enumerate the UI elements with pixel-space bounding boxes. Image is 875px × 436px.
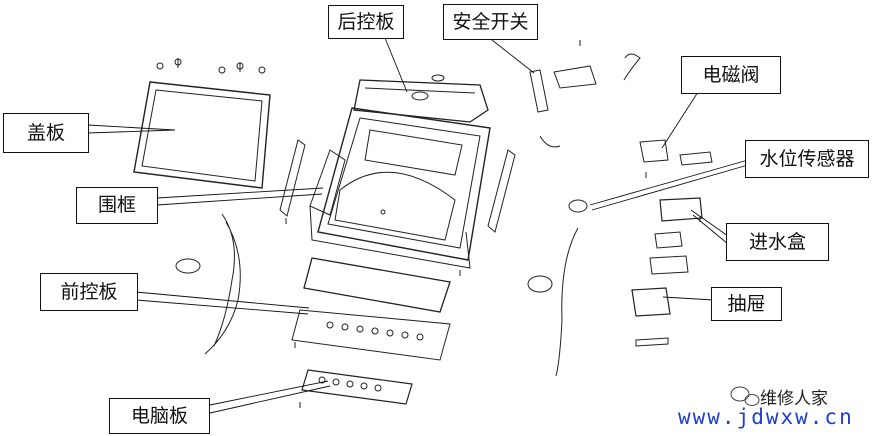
screw-parts <box>285 40 701 408</box>
lid-part <box>133 58 271 189</box>
label-rear-panel: 后控板 <box>328 5 404 39</box>
water-level-sensor-part <box>527 199 588 377</box>
label-solenoid-valve: 电磁阀 <box>681 56 781 94</box>
label-water-level-sensor: 水位传感器 <box>745 140 869 178</box>
inlet-box-part <box>649 197 703 275</box>
rear-panel-part <box>353 74 489 123</box>
label-lid: 盖板 <box>3 113 89 153</box>
watermark-name: 维修人家 <box>760 389 828 409</box>
drawer-part <box>631 287 671 347</box>
label-frame: 围框 <box>76 187 158 224</box>
front-panel-part <box>291 257 451 361</box>
control-board-part <box>301 369 413 405</box>
wechat-icon <box>730 386 760 406</box>
leader-lines <box>87 37 749 414</box>
label-front-panel: 前控板 <box>40 273 138 311</box>
label-inlet-box: 进水盒 <box>726 223 829 261</box>
label-drawer: 抽屉 <box>711 287 782 321</box>
label-control-board: 电脑板 <box>109 398 210 434</box>
wire-harness-part <box>175 213 241 355</box>
solenoid-valve-part <box>623 53 713 166</box>
safety-switch-part <box>529 65 597 148</box>
side-rail-parts <box>279 139 516 233</box>
watermark-url: www.jdwxw.cn <box>678 405 854 429</box>
label-safety-switch: 安全开关 <box>443 4 538 40</box>
frame-part <box>309 107 491 269</box>
